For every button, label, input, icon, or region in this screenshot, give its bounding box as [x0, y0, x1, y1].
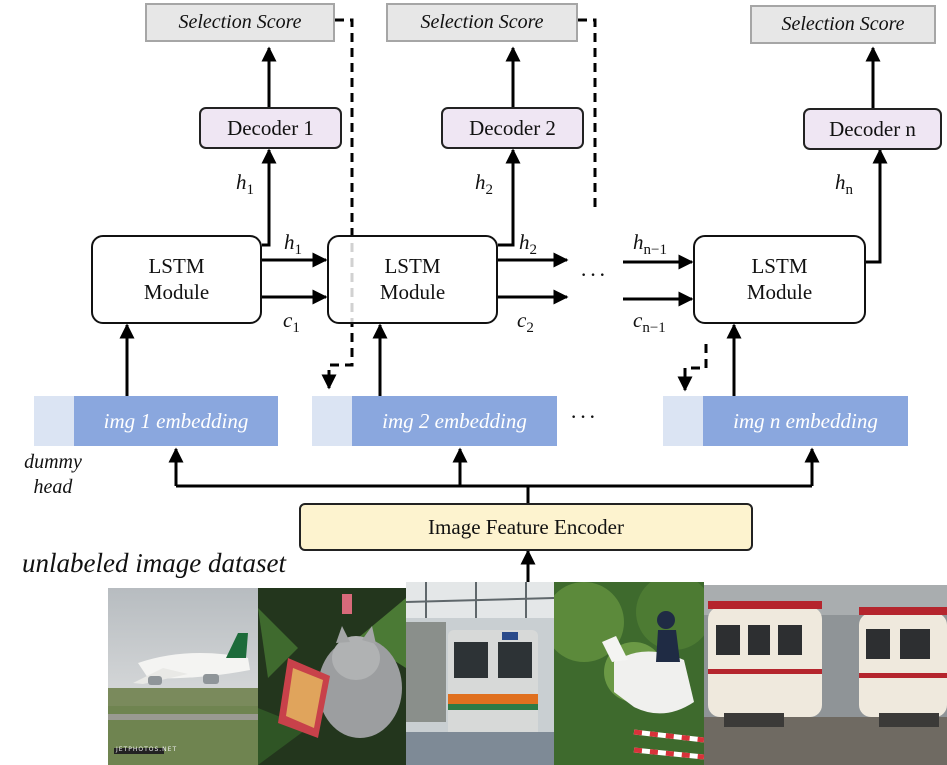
selection-score-2: Selection Score [386, 3, 578, 42]
cat-photo [258, 588, 406, 765]
img-embedding-2: img 2 embedding [352, 396, 557, 446]
img-embedding-1: img 1 embedding [74, 396, 278, 446]
arrow-lstm1-decoder1 [261, 148, 277, 247]
ellipsis-embeddings: ··· [570, 404, 598, 429]
lstm-module-n-line2: Module [746, 279, 813, 304]
lstm-module-1-line1: LSTM [148, 254, 205, 279]
ellipsis-lstm: ··· [580, 262, 608, 287]
lstm-module-n-line1: LSTM [751, 254, 808, 279]
label-c2: c2 [517, 308, 534, 337]
dummy-head-2 [312, 396, 352, 446]
tram-photo [704, 585, 947, 765]
image-feature-encoder: Image Feature Encoder [299, 503, 753, 551]
arrow-lstm2-decoder2 [498, 148, 521, 247]
arrow-lstmn-decodern [866, 148, 888, 264]
dashed-score2-up [578, 18, 597, 212]
lstm-module-1: LSTM Module [91, 235, 262, 324]
label-cn1: cn−1 [633, 308, 666, 337]
train-station-photo [406, 582, 554, 765]
dataset-title: unlabeled image dataset [22, 548, 286, 578]
horse-rider-photo [554, 582, 704, 765]
dashed-score1-dummy2 [321, 18, 354, 390]
lstm-module-2-line1: LSTM [384, 254, 441, 279]
lstm-module-1-line2: Module [143, 279, 210, 304]
dummy-head-1 [34, 396, 74, 446]
lstm-module-2-line2: Module [379, 279, 446, 304]
dummy-head-label-line2: head [33, 476, 73, 498]
airplane-photo: JETPHOTOS.NET [108, 588, 258, 765]
selection-score-1: Selection Score [145, 3, 335, 42]
label-hn1: hn−1 [633, 230, 667, 259]
selection-score-n: Selection Score [750, 5, 936, 44]
dummy-head-n [663, 396, 703, 446]
decoder-1: Decoder 1 [199, 107, 342, 149]
dashed-dummyn-feedback [677, 344, 708, 392]
decoder-n: Decoder n [803, 108, 942, 150]
dummy-head-label: dummy head [22, 450, 84, 500]
lstm-module-n: LSTM Module [693, 235, 866, 324]
img-embedding-n: img n embedding [703, 396, 908, 446]
label-h2-up: h2 [475, 170, 493, 199]
label-hn-up: hn [835, 170, 853, 199]
label-c1: c1 [283, 308, 300, 337]
photo-watermark: JETPHOTOS.NET [116, 746, 178, 753]
label-h1-up: h1 [236, 170, 254, 199]
label-h2: h2 [519, 230, 537, 259]
label-h1: h1 [284, 230, 302, 259]
decoder-2: Decoder 2 [441, 107, 584, 149]
dummy-head-label-line1: dummy [24, 451, 82, 473]
lstm-module-2: LSTM Module [327, 235, 498, 324]
